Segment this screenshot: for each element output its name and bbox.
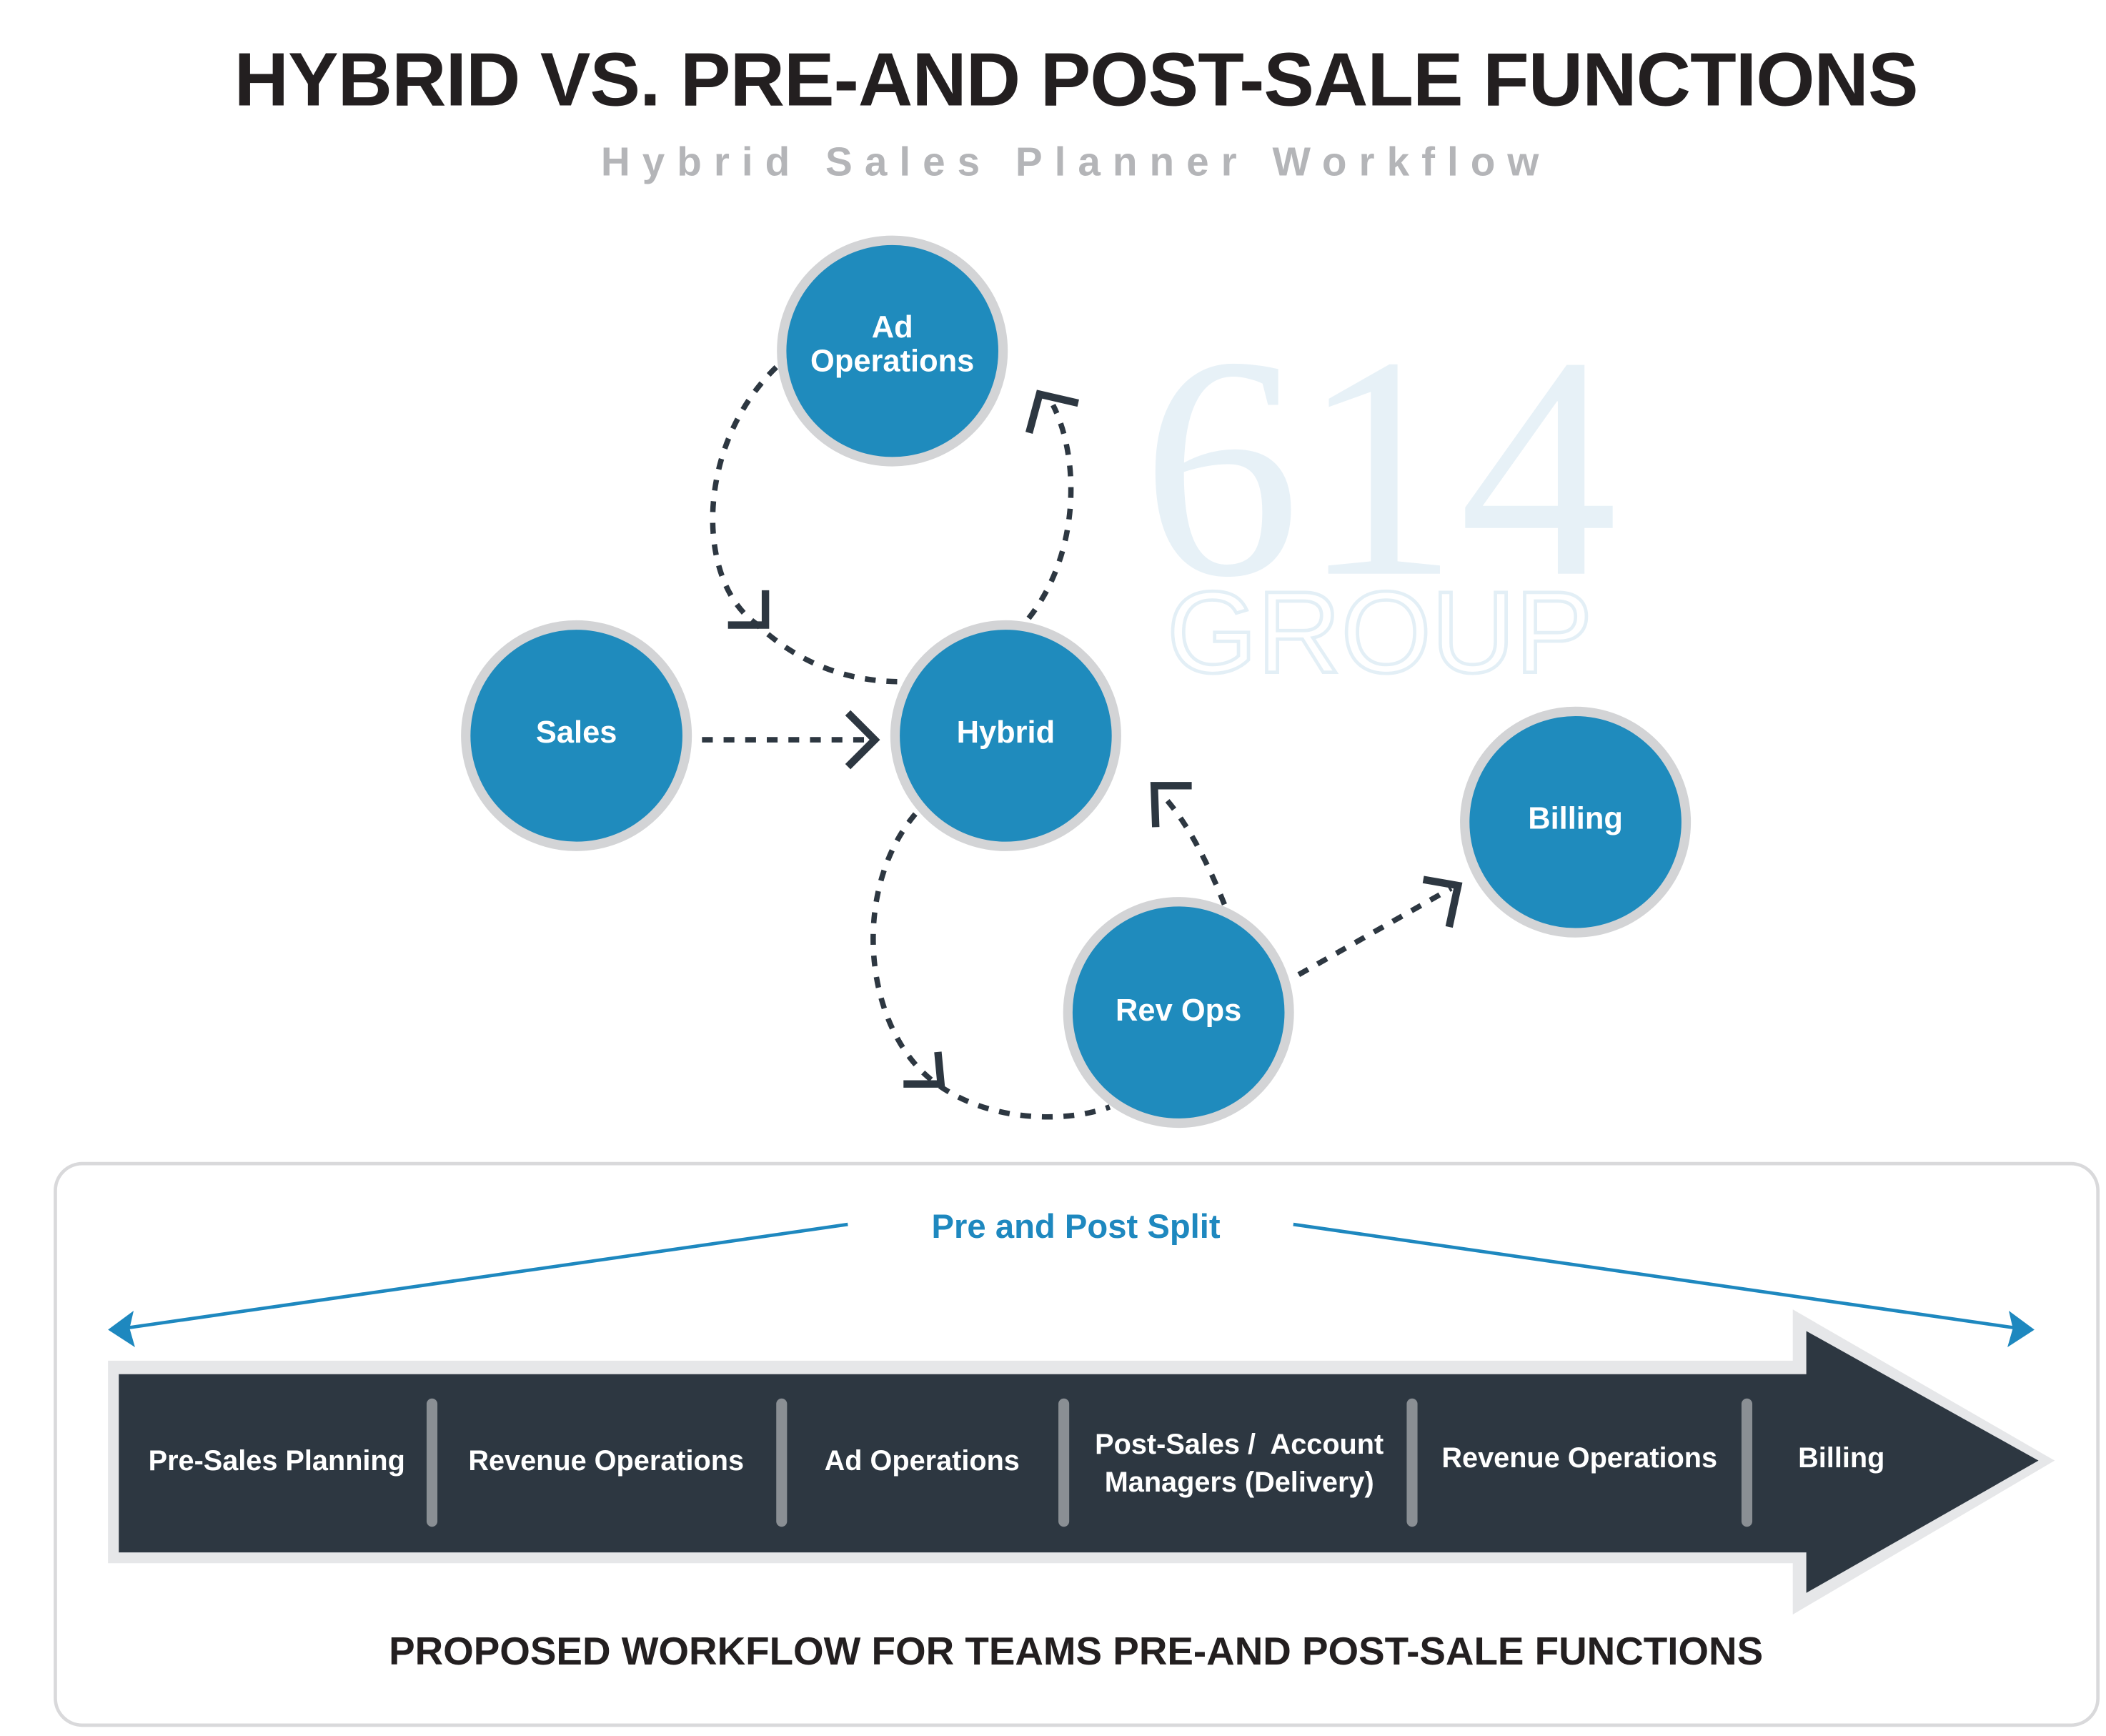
revops-to-hybrid-line <box>1161 794 1227 906</box>
split-arrows <box>108 1222 2035 1348</box>
watermark-text: GROUP <box>1167 568 1593 698</box>
watermark-logo: 614 GROUP <box>1142 292 1618 699</box>
chevron-icon <box>727 590 770 629</box>
chevron-icon <box>1422 876 1463 928</box>
split-label: Pre and Post Split <box>932 1208 1221 1246</box>
chevron-icon <box>903 1051 945 1088</box>
node-ad-operations: Ad Operations <box>777 235 1008 467</box>
connectors <box>702 365 1463 1120</box>
stage-post-sales-line1: Post-Sales / Account <box>1095 1429 1384 1460</box>
hybrid-to-adops-arc <box>1026 403 1074 620</box>
stage-billing: Billing <box>1798 1442 1884 1474</box>
adops-to-hybrid-arc <box>710 365 902 685</box>
node-billing: Billing <box>1460 706 1692 938</box>
chevron-icon <box>1150 782 1192 828</box>
hybrid-to-revops-arc <box>870 812 1111 1120</box>
stage-ad-operations: Ad Operations <box>825 1445 1020 1477</box>
stage-post-sales-line2: Managers (Delivery) <box>1105 1467 1374 1498</box>
node-label: Billing <box>1528 802 1623 836</box>
workflow-caption: PROPOSED WORKFLOW FOR TEAMS PRE-AND POST… <box>389 1629 1763 1673</box>
arrow-left-icon <box>108 1311 135 1348</box>
node-hybrid: Hybrid <box>890 620 1121 851</box>
chevron-icon <box>845 710 880 770</box>
stage-revenue-operations-2: Revenue Operations <box>1441 1442 1717 1474</box>
node-label: Ad <box>872 310 913 344</box>
revops-to-billing-line <box>1297 886 1453 978</box>
node-label: Hybrid <box>957 715 1056 750</box>
watermark-number: 614 <box>1142 292 1618 643</box>
stage-pre-sales-planning: Pre-Sales Planning <box>149 1445 405 1477</box>
node-sales: Sales <box>461 620 692 851</box>
node-label: Rev Ops <box>1116 993 1241 1028</box>
chevron-icon <box>1025 390 1079 435</box>
node-rev-ops: Rev Ops <box>1063 897 1294 1129</box>
node-label: Operations <box>810 344 974 378</box>
page-title: HYBRID VS. PRE-AND POST-SALE FUNCTIONS <box>234 37 1918 121</box>
workflow-arrow: Pre-Sales Planning Revenue Operations Ad… <box>108 1309 2055 1615</box>
arrow-right-icon <box>2007 1311 2035 1348</box>
page-subtitle: Hybrid Sales Planner Workflow <box>601 140 1551 185</box>
stage-revenue-operations: Revenue Operations <box>468 1445 744 1477</box>
stage-separators <box>426 1398 1753 1527</box>
node-label: Sales <box>536 715 617 750</box>
